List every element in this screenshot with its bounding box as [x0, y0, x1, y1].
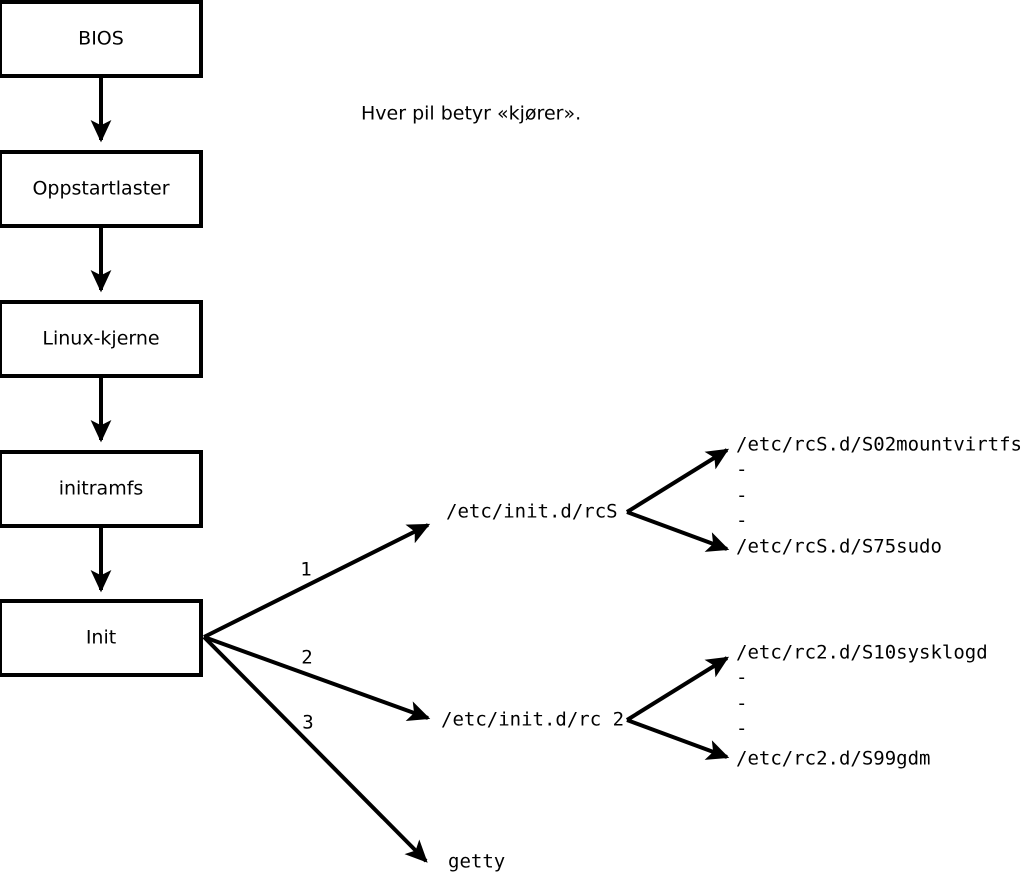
linux-kjerne-label: Linux-kjerne	[42, 328, 159, 350]
target-label-rcS: /etc/init.d/rcS	[446, 501, 618, 523]
arrow-init-to-rcS	[203, 523, 431, 639]
diagram-caption: Hver pil betyr «kjører».	[361, 103, 581, 125]
edge-number-1: 1	[300, 559, 311, 581]
oppstartlaster-label: Oppstartlaster	[32, 178, 169, 200]
node-oppstartlaster: Oppstartlaster	[0, 150, 203, 228]
init-branch-group: 1 2 3	[202, 523, 431, 863]
node-bios: BIOS	[0, 0, 203, 78]
rc2-script-first: /etc/rc2.d/S10sysklogd	[736, 642, 988, 664]
node-linux-kjerne: Linux-kjerne	[0, 300, 203, 378]
target-label-rc2: /etc/init.d/rc 2	[441, 709, 624, 731]
boot-chain-group: BIOS Oppstartlaster Linux-kjerne initram…	[0, 0, 203, 677]
oppstartlaster-box	[0, 150, 203, 228]
initramfs-label: initramfs	[59, 478, 144, 500]
arrow-rc2-to-last-script	[626, 718, 730, 760]
rcs-script-last: /etc/rcS.d/S75sudo	[736, 536, 942, 558]
arrow-init-to-getty	[202, 635, 428, 863]
rcs-script-first: /etc/rcS.d/S02mountvirtfs	[736, 434, 1022, 456]
arrow-rcS-to-last-script	[626, 510, 730, 552]
init-label: Init	[86, 627, 116, 649]
target-label-getty: getty	[448, 851, 505, 873]
arrow-rcS-to-first-script	[625, 448, 730, 514]
node-init: Init	[0, 599, 203, 677]
node-initramfs: initramfs	[0, 450, 203, 528]
rc2-script-ellipsis-3: -	[736, 718, 747, 740]
arrow-rc2-to-first-script	[625, 656, 730, 722]
rc2-script-ellipsis-2: -	[736, 693, 747, 715]
rc2-script-ellipsis-1: -	[736, 667, 747, 689]
edge-number-3: 3	[302, 712, 313, 734]
rcs-scripts-group: /etc/rcS.d/S02mountvirtfs - - - /etc/rcS…	[625, 434, 1022, 558]
edge-number-2: 2	[301, 647, 312, 669]
arrow-init-to-rc2	[203, 635, 431, 721]
rcs-script-ellipsis-3: -	[736, 510, 747, 532]
initramfs-box	[0, 450, 203, 528]
rcs-script-ellipsis-1: -	[736, 459, 747, 481]
init-box	[0, 599, 203, 677]
bios-label: BIOS	[78, 28, 124, 50]
bios-box	[0, 0, 203, 78]
rcs-script-ellipsis-2: -	[736, 485, 747, 507]
rc2-script-last: /etc/rc2.d/S99gdm	[736, 748, 930, 770]
rc2-scripts-group: /etc/rc2.d/S10sysklogd - - - /etc/rc2.d/…	[625, 642, 988, 770]
